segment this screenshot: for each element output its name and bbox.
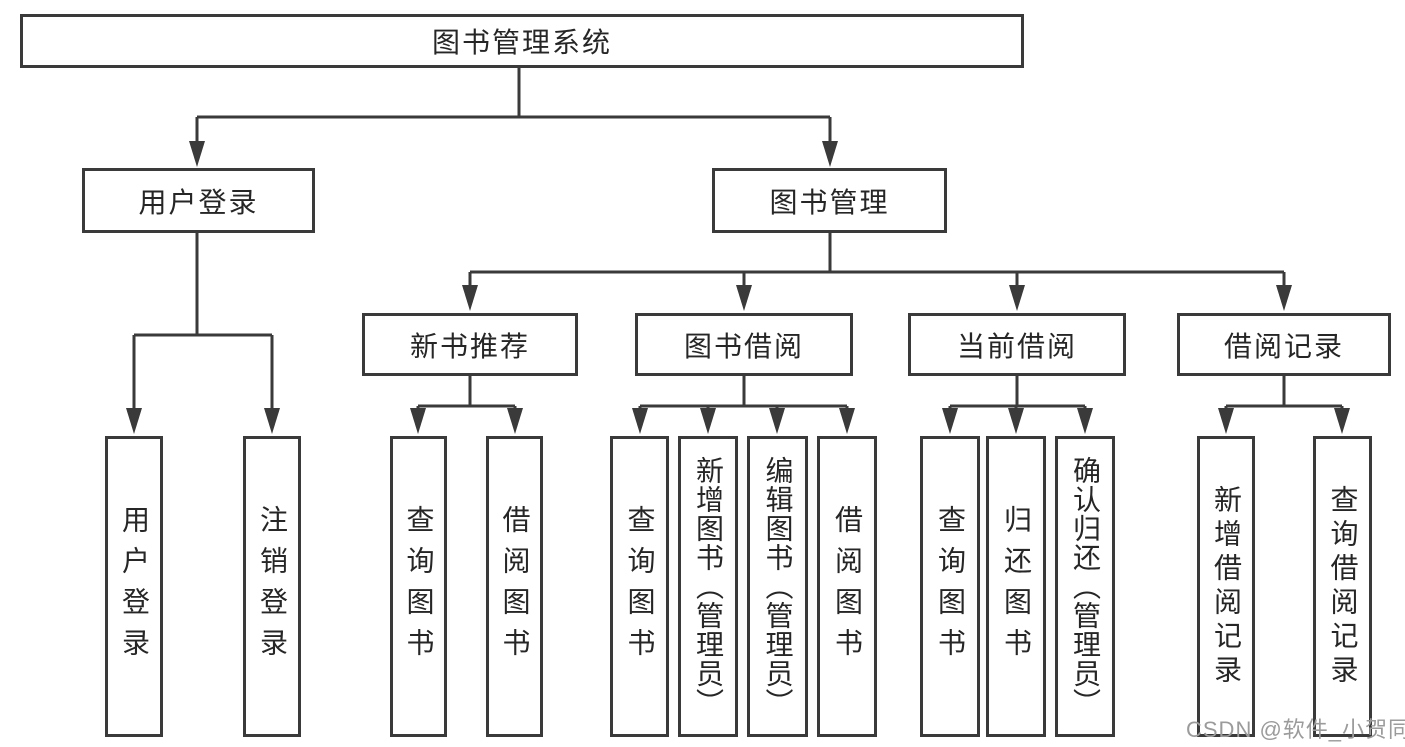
leaf-query-books-current: 查询图书 [920, 436, 980, 737]
leaf-edit-books-admin: 编辑图书（管理员） [747, 436, 808, 737]
leaf-query-borrow-record: 查询借阅记录 [1313, 436, 1372, 737]
node-borrowing-records: 借阅记录 [1177, 313, 1391, 376]
leaf-label: 查询图书 [403, 504, 435, 669]
leaf-borrow-books-recommend: 借阅图书 [486, 436, 543, 737]
leaf-label: 用户登录 [119, 504, 150, 669]
leaf-label: 归还图书 [1001, 504, 1032, 669]
watermark: CSDN @软件_小贺同学 [1186, 717, 1405, 742]
leaf-user-login: 用户登录 [105, 436, 163, 737]
leaf-label: 确认归还（管理员） [1070, 456, 1101, 717]
leaf-add-borrow-record: 新增借阅记录 [1197, 436, 1255, 737]
leaf-confirm-return-admin: 确认归还（管理员） [1055, 436, 1115, 737]
leaf-label: 编辑图书（管理员） [762, 456, 794, 717]
leaf-add-books-admin: 新增图书（管理员） [678, 436, 738, 737]
node-new-book-recommendation: 新书推荐 [362, 313, 578, 376]
leaf-query-books-borrowing: 查询图书 [610, 436, 669, 737]
node-user-login: 用户登录 [82, 168, 315, 233]
leaf-label: 借阅图书 [832, 504, 863, 669]
leaf-query-books-recommend: 查询图书 [390, 436, 447, 737]
node-library-management-system: 图书管理系统 [20, 14, 1024, 68]
leaf-label: 查询借阅记录 [1327, 484, 1359, 689]
leaf-label: 新增借阅记录 [1211, 484, 1242, 689]
node-current-borrowing: 当前借阅 [908, 313, 1126, 376]
leaf-borrow-books: 借阅图书 [817, 436, 877, 737]
leaf-label: 借阅图书 [499, 504, 531, 669]
leaf-return-books: 归还图书 [986, 436, 1046, 737]
leaf-label: 新增图书（管理员） [693, 456, 724, 717]
leaf-label: 查询图书 [624, 504, 656, 669]
leaf-label: 注销登录 [257, 504, 288, 669]
leaf-label: 查询图书 [935, 504, 966, 669]
node-book-management: 图书管理 [712, 168, 947, 233]
leaf-logout-login: 注销登录 [243, 436, 301, 737]
node-book-borrowing: 图书借阅 [635, 313, 853, 376]
